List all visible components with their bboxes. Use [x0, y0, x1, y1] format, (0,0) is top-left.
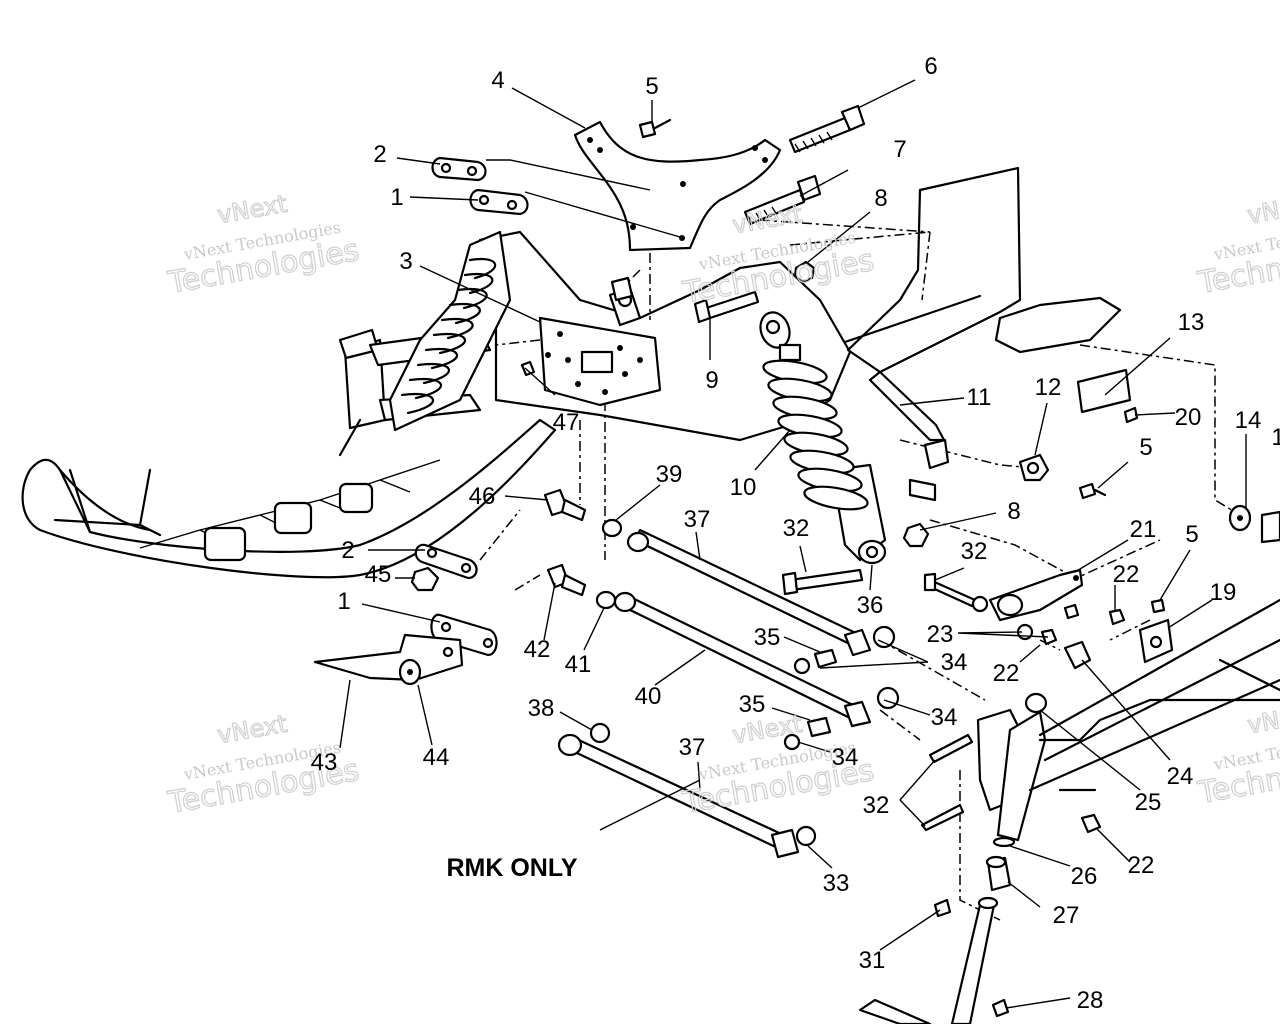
- part-label: 35: [754, 624, 781, 651]
- part-label: 44: [423, 744, 450, 771]
- part-label: 22: [1128, 852, 1155, 879]
- part-label: 5: [645, 73, 658, 100]
- watermark-text: vNext: [730, 200, 804, 240]
- ski-left: [21, 328, 557, 579]
- part-label: 40: [635, 683, 662, 710]
- part-label: 41: [565, 651, 592, 678]
- link-plates-top: [431, 156, 529, 216]
- part-label: 25: [1135, 789, 1162, 816]
- part-label: 36: [857, 592, 884, 619]
- part-label: 26: [1071, 863, 1098, 890]
- part-label: 7: [893, 136, 906, 163]
- watermark-text: vNext: [1245, 700, 1280, 740]
- part-label: 32: [863, 792, 890, 819]
- part-label: 5: [1139, 434, 1152, 461]
- part-label: 33: [823, 870, 850, 897]
- watermark-text: vNext: [215, 190, 289, 230]
- part-label: 37: [684, 506, 711, 533]
- part-label: 47: [553, 409, 580, 436]
- part-label: 20: [1175, 404, 1202, 431]
- bolts-top: [520, 104, 866, 377]
- part-label: 39: [656, 461, 683, 488]
- part-label: 37: [679, 734, 706, 761]
- watermarks: vNext vNext Technologies Technologies vN…: [164, 189, 1280, 822]
- part-label: 27: [1053, 902, 1080, 929]
- part-label: 4: [491, 67, 504, 94]
- shock-left: [388, 230, 512, 432]
- part-label: 34: [941, 649, 968, 676]
- part-label: 1: [1271, 424, 1280, 451]
- part-label: 24: [1167, 763, 1194, 790]
- part-label: 32: [961, 538, 988, 565]
- part-label: 34: [931, 704, 958, 731]
- part-label: 14: [1235, 407, 1262, 434]
- shock-main: [759, 311, 887, 565]
- part-label: 8: [1007, 498, 1020, 525]
- right-small-parts: [1018, 368, 1280, 544]
- watermark-text: vNext: [215, 710, 289, 750]
- part-label: 38: [528, 695, 555, 722]
- watermark-text: vNext: [1245, 190, 1280, 230]
- part-label: 32: [783, 515, 810, 542]
- part-label: 35: [739, 691, 766, 718]
- part-label: 19: [1210, 579, 1237, 606]
- part-label: 42: [524, 636, 551, 663]
- part-label: 9: [705, 367, 718, 394]
- part-label: 3: [399, 248, 412, 275]
- part-label: 1: [337, 588, 350, 615]
- steering-brace: [573, 120, 782, 252]
- part-label: 13: [1178, 309, 1205, 336]
- part-label: 10: [730, 474, 757, 501]
- part-label: 23: [927, 621, 954, 648]
- part-label: 1: [390, 184, 403, 211]
- part-label: 21: [1130, 516, 1157, 543]
- part-label: 22: [993, 660, 1020, 687]
- part-label: 45: [365, 561, 392, 588]
- part-label: 2: [341, 537, 354, 564]
- part-label: 22: [1113, 561, 1140, 588]
- part-label: 8: [874, 185, 887, 212]
- part-label: 46: [469, 483, 496, 510]
- part-label: 12: [1035, 374, 1062, 401]
- lower-left-parts: [313, 488, 623, 686]
- spindle-right: [781, 522, 1280, 1024]
- rmk-only-note: RMK ONLY: [446, 854, 577, 882]
- part-label: 34: [832, 744, 859, 771]
- part-label: 31: [859, 947, 886, 974]
- part-label: 11: [967, 384, 992, 411]
- link-rod-11: [868, 370, 950, 502]
- part-label: 5: [1185, 521, 1198, 548]
- leader-lines: [339, 79, 1247, 1009]
- part-label: 2: [373, 141, 386, 168]
- part-label: 6: [924, 53, 937, 80]
- part-label: 28: [1077, 987, 1104, 1014]
- part-label: 43: [311, 749, 338, 776]
- part-labels: 4 5 6 2 7 1 8 3 9 11 12 13 20 14 1 47 5 …: [311, 53, 1280, 1014]
